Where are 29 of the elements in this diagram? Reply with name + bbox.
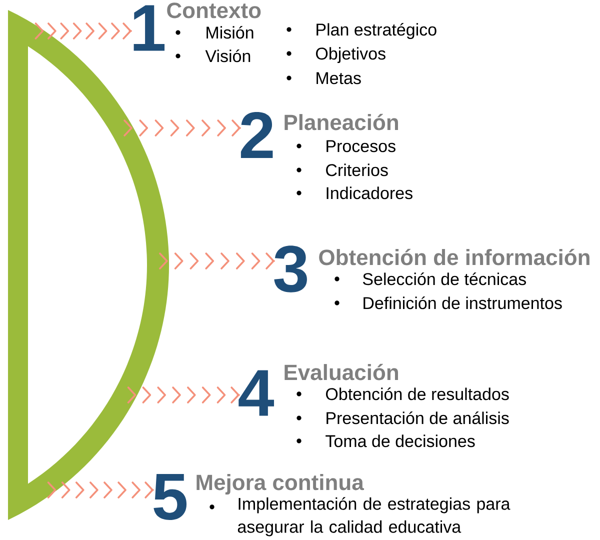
chevron-arrow [34,22,132,40]
step-number: 3 [274,246,307,292]
step-heading: Mejora continua [196,474,364,495]
chevron-arrow [124,120,241,136]
step-heading: Planeación [284,114,398,130]
step-heading: Obtención de información [319,248,590,266]
list-item: Presentación de análisis [326,411,509,424]
step-number: 4 [238,370,274,416]
list-item: Plan estratégico [316,22,436,40]
list-item: Definición de instrumentos [364,296,562,310]
step-heading: Evaluación [284,364,398,380]
list-item: Procesos [326,140,396,152]
list-item: Misión [206,26,254,39]
chevron-arrow [159,252,275,270]
step-number: 2 [240,112,273,158]
list-item: Indicadores [326,186,412,200]
list-item: Visión [205,49,250,62]
list-item: Obtención de resultados [326,387,509,400]
step-number: 5 [154,474,187,520]
chevron-arrow [127,386,240,404]
list-item: Selección de técnicas [362,272,526,286]
list-item: Implementación de estrategias para asegurar la calidad educativa [238,497,510,536]
list-item: Objetivos [316,47,386,64]
list-item: Toma de decisiones [326,434,475,448]
step-heading: Contexto [167,2,261,18]
list-item: Criterios [326,164,388,176]
chevron-arrow [47,482,154,498]
list-item: Metas [316,72,361,84]
step-number: 1 [134,5,165,51]
